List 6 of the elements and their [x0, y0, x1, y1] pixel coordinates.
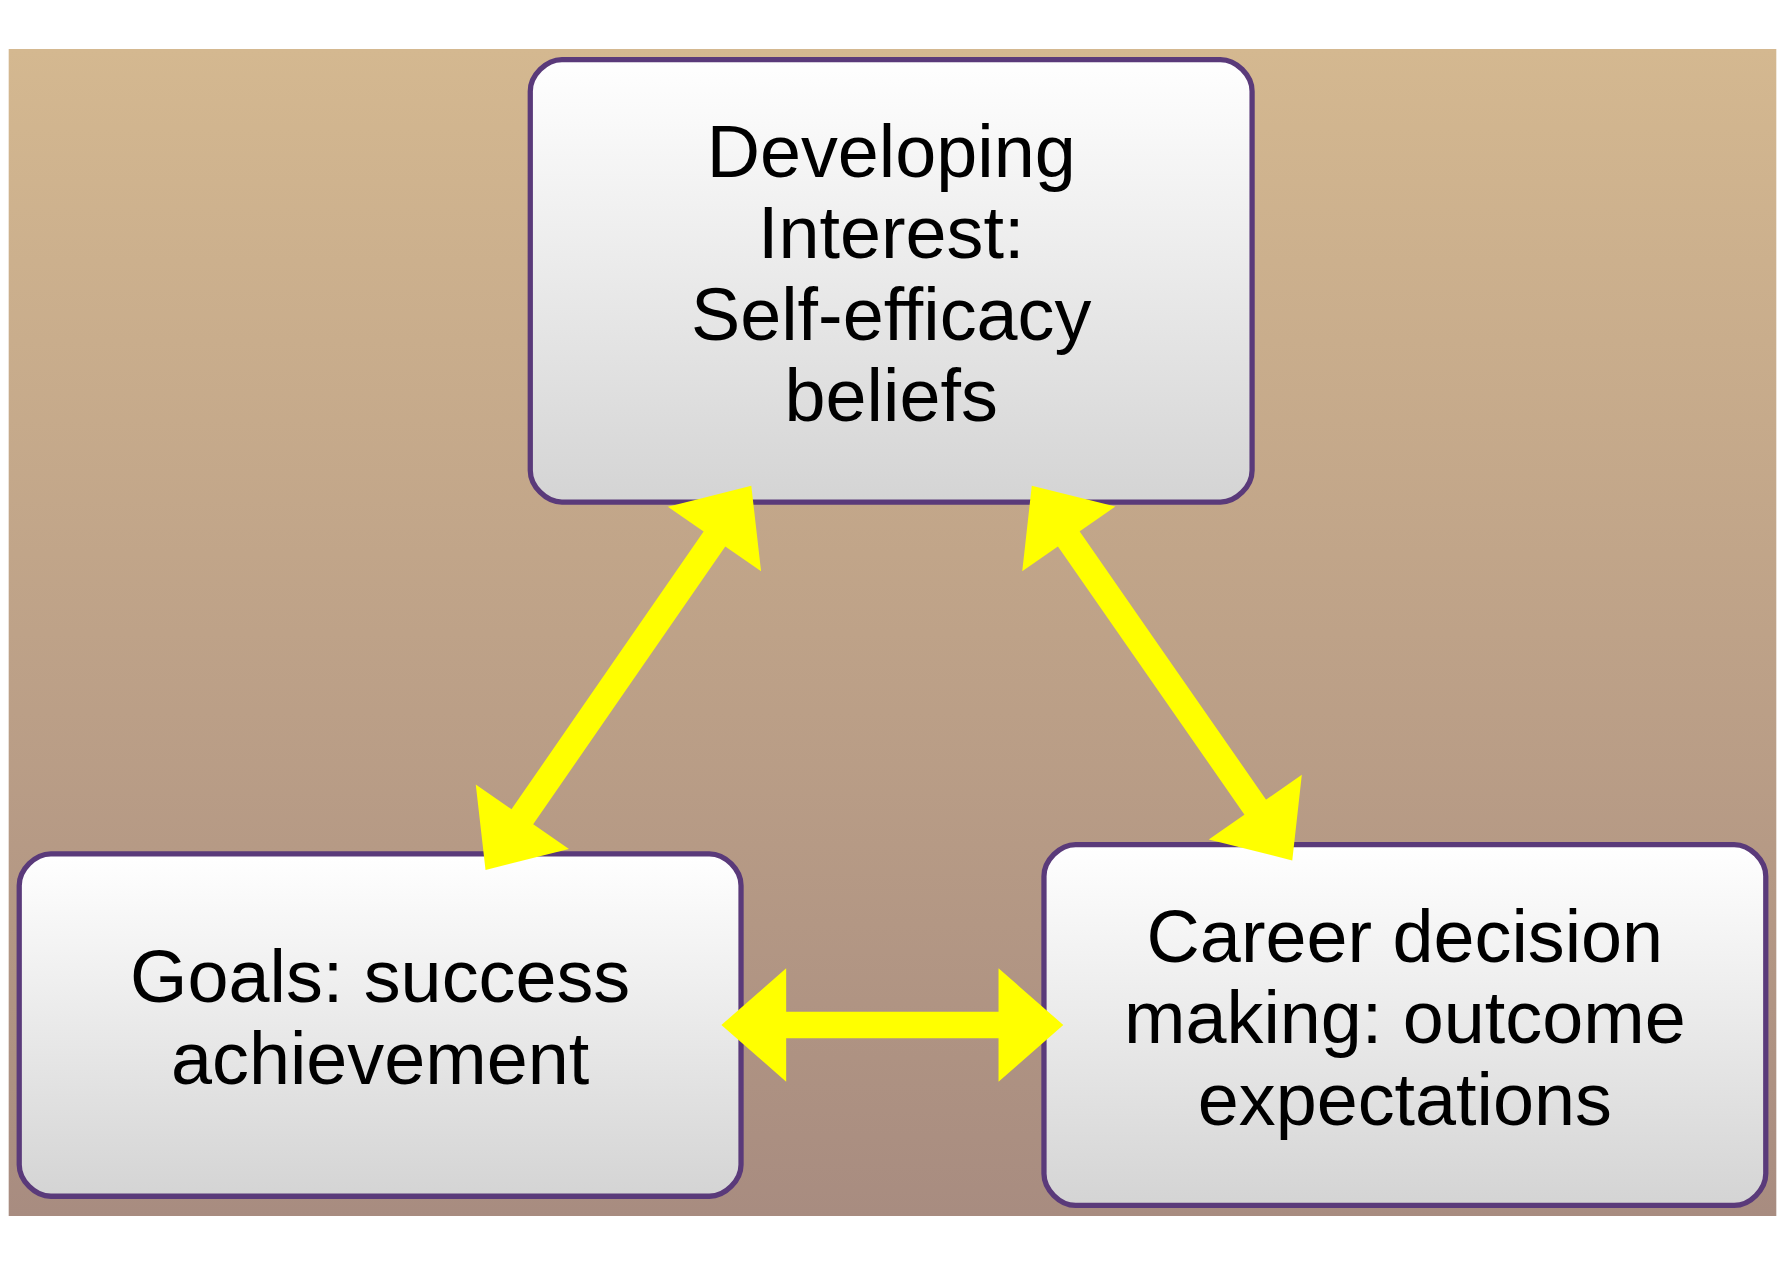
- node-box: Career decision making: outcome expectations: [1041, 841, 1769, 1209]
- node-box: Developing Interest: Self-efficacy beliefs: [527, 56, 1255, 505]
- node-box: Goals: success achievement: [16, 851, 744, 1199]
- arrow: [1022, 485, 1302, 861]
- arrow: [475, 485, 762, 870]
- arrow: [721, 968, 1064, 1082]
